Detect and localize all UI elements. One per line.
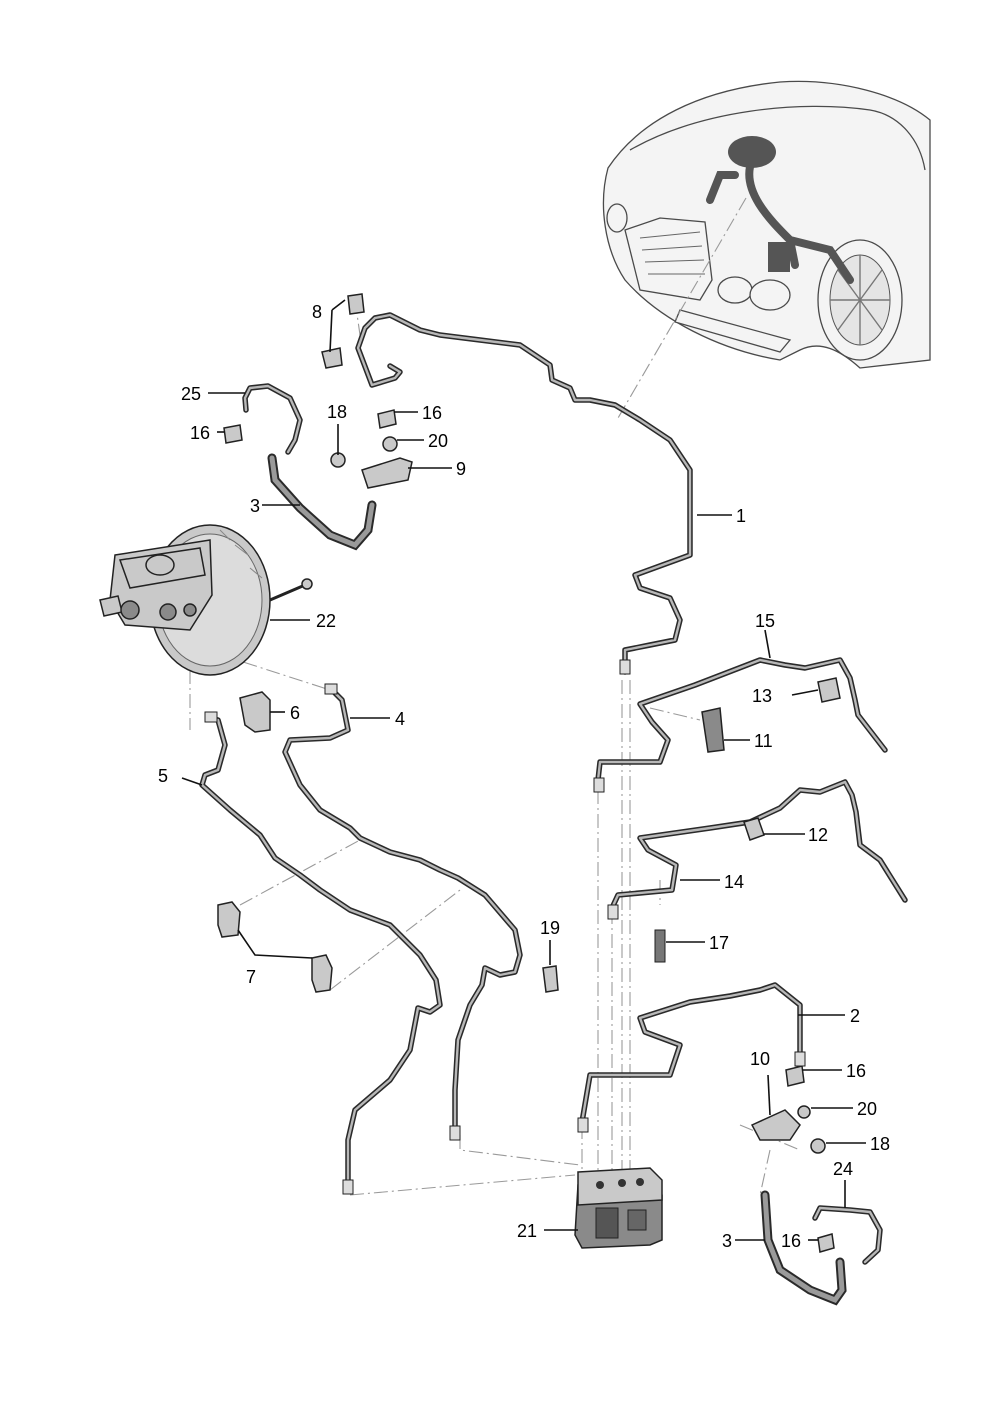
callout-8: 8 <box>312 302 322 322</box>
callout-12: 12 <box>808 825 828 845</box>
brake-line-1 <box>355 312 693 675</box>
callout-18-a: 18 <box>327 402 347 422</box>
callout-24: 24 <box>833 1159 853 1179</box>
brake-hoses <box>267 453 847 1306</box>
callout-4: 4 <box>395 709 405 729</box>
brake-line-24 <box>812 1205 883 1265</box>
clip-8b <box>321 347 343 369</box>
callout-13: 13 <box>752 686 772 706</box>
brake-hose-3-upper <box>267 453 377 551</box>
brake-lines <box>199 312 908 1265</box>
callout-22: 22 <box>316 611 336 631</box>
reference-lines <box>174 299 801 1196</box>
callout-9: 9 <box>456 459 466 479</box>
callout-18-b: 18 <box>870 1134 890 1154</box>
callout-labels: 1 2 3 3 4 5 6 7 8 9 10 11 12 13 14 15 16… <box>158 302 890 1251</box>
callout-25: 25 <box>181 384 201 404</box>
callout-5: 5 <box>158 766 168 786</box>
callout-20-a: 20 <box>428 431 448 451</box>
brake-booster-assembly <box>99 524 313 676</box>
callout-16-c: 16 <box>846 1061 866 1081</box>
callout-11: 11 <box>754 731 773 751</box>
callout-1: 1 <box>736 506 746 526</box>
callout-3-upper: 3 <box>250 496 260 516</box>
callout-16-a: 16 <box>422 403 442 423</box>
car-front-illustration <box>602 80 931 369</box>
clip-8a <box>347 293 365 315</box>
callout-17: 17 <box>709 933 729 953</box>
callout-6: 6 <box>290 703 300 723</box>
brake-line-5 <box>199 715 443 1188</box>
small-parts <box>204 293 841 1253</box>
car-brake-system-highlight <box>706 156 854 284</box>
callout-7: 7 <box>246 967 256 987</box>
leader-lines <box>181 299 866 1241</box>
callout-20-b: 20 <box>857 1099 877 1119</box>
car-pointer-line <box>617 197 747 419</box>
callout-16-b: 16 <box>190 423 210 443</box>
abs-control-unit <box>574 1167 663 1249</box>
callout-15: 15 <box>755 611 775 631</box>
callout-14: 14 <box>724 872 744 892</box>
callout-16-d: 16 <box>781 1231 801 1251</box>
callout-21: 21 <box>517 1221 537 1241</box>
callout-19: 19 <box>540 918 560 938</box>
callout-3-lower: 3 <box>722 1231 732 1251</box>
callout-10: 10 <box>750 1049 770 1069</box>
brake-line-25 <box>242 383 303 455</box>
callout-2: 2 <box>850 1006 860 1026</box>
car-booster-highlight <box>728 136 776 168</box>
